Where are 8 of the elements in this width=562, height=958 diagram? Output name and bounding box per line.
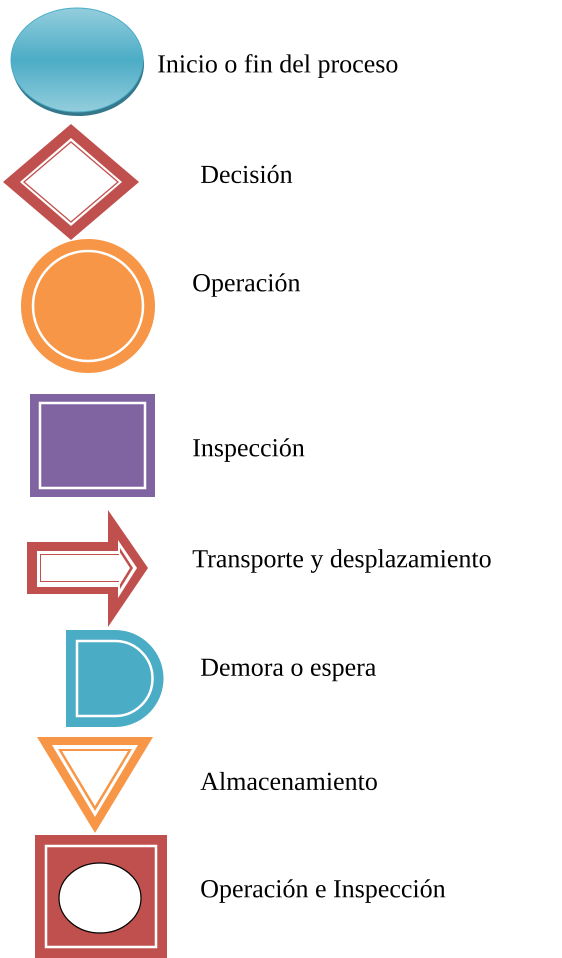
legend-label: Operación e Inspección xyxy=(201,879,446,903)
legend-label: Inspección xyxy=(193,438,304,462)
legend-label: Decisión xyxy=(200,164,292,184)
legend-label: Operación xyxy=(193,273,300,297)
legend-label: Transporte y desplazamiento xyxy=(192,549,491,573)
legend-label: Inicio o fin del proceso xyxy=(158,54,398,78)
legend-label: Almacenamiento xyxy=(200,772,377,790)
legend-label: Demora o espera xyxy=(200,658,376,682)
